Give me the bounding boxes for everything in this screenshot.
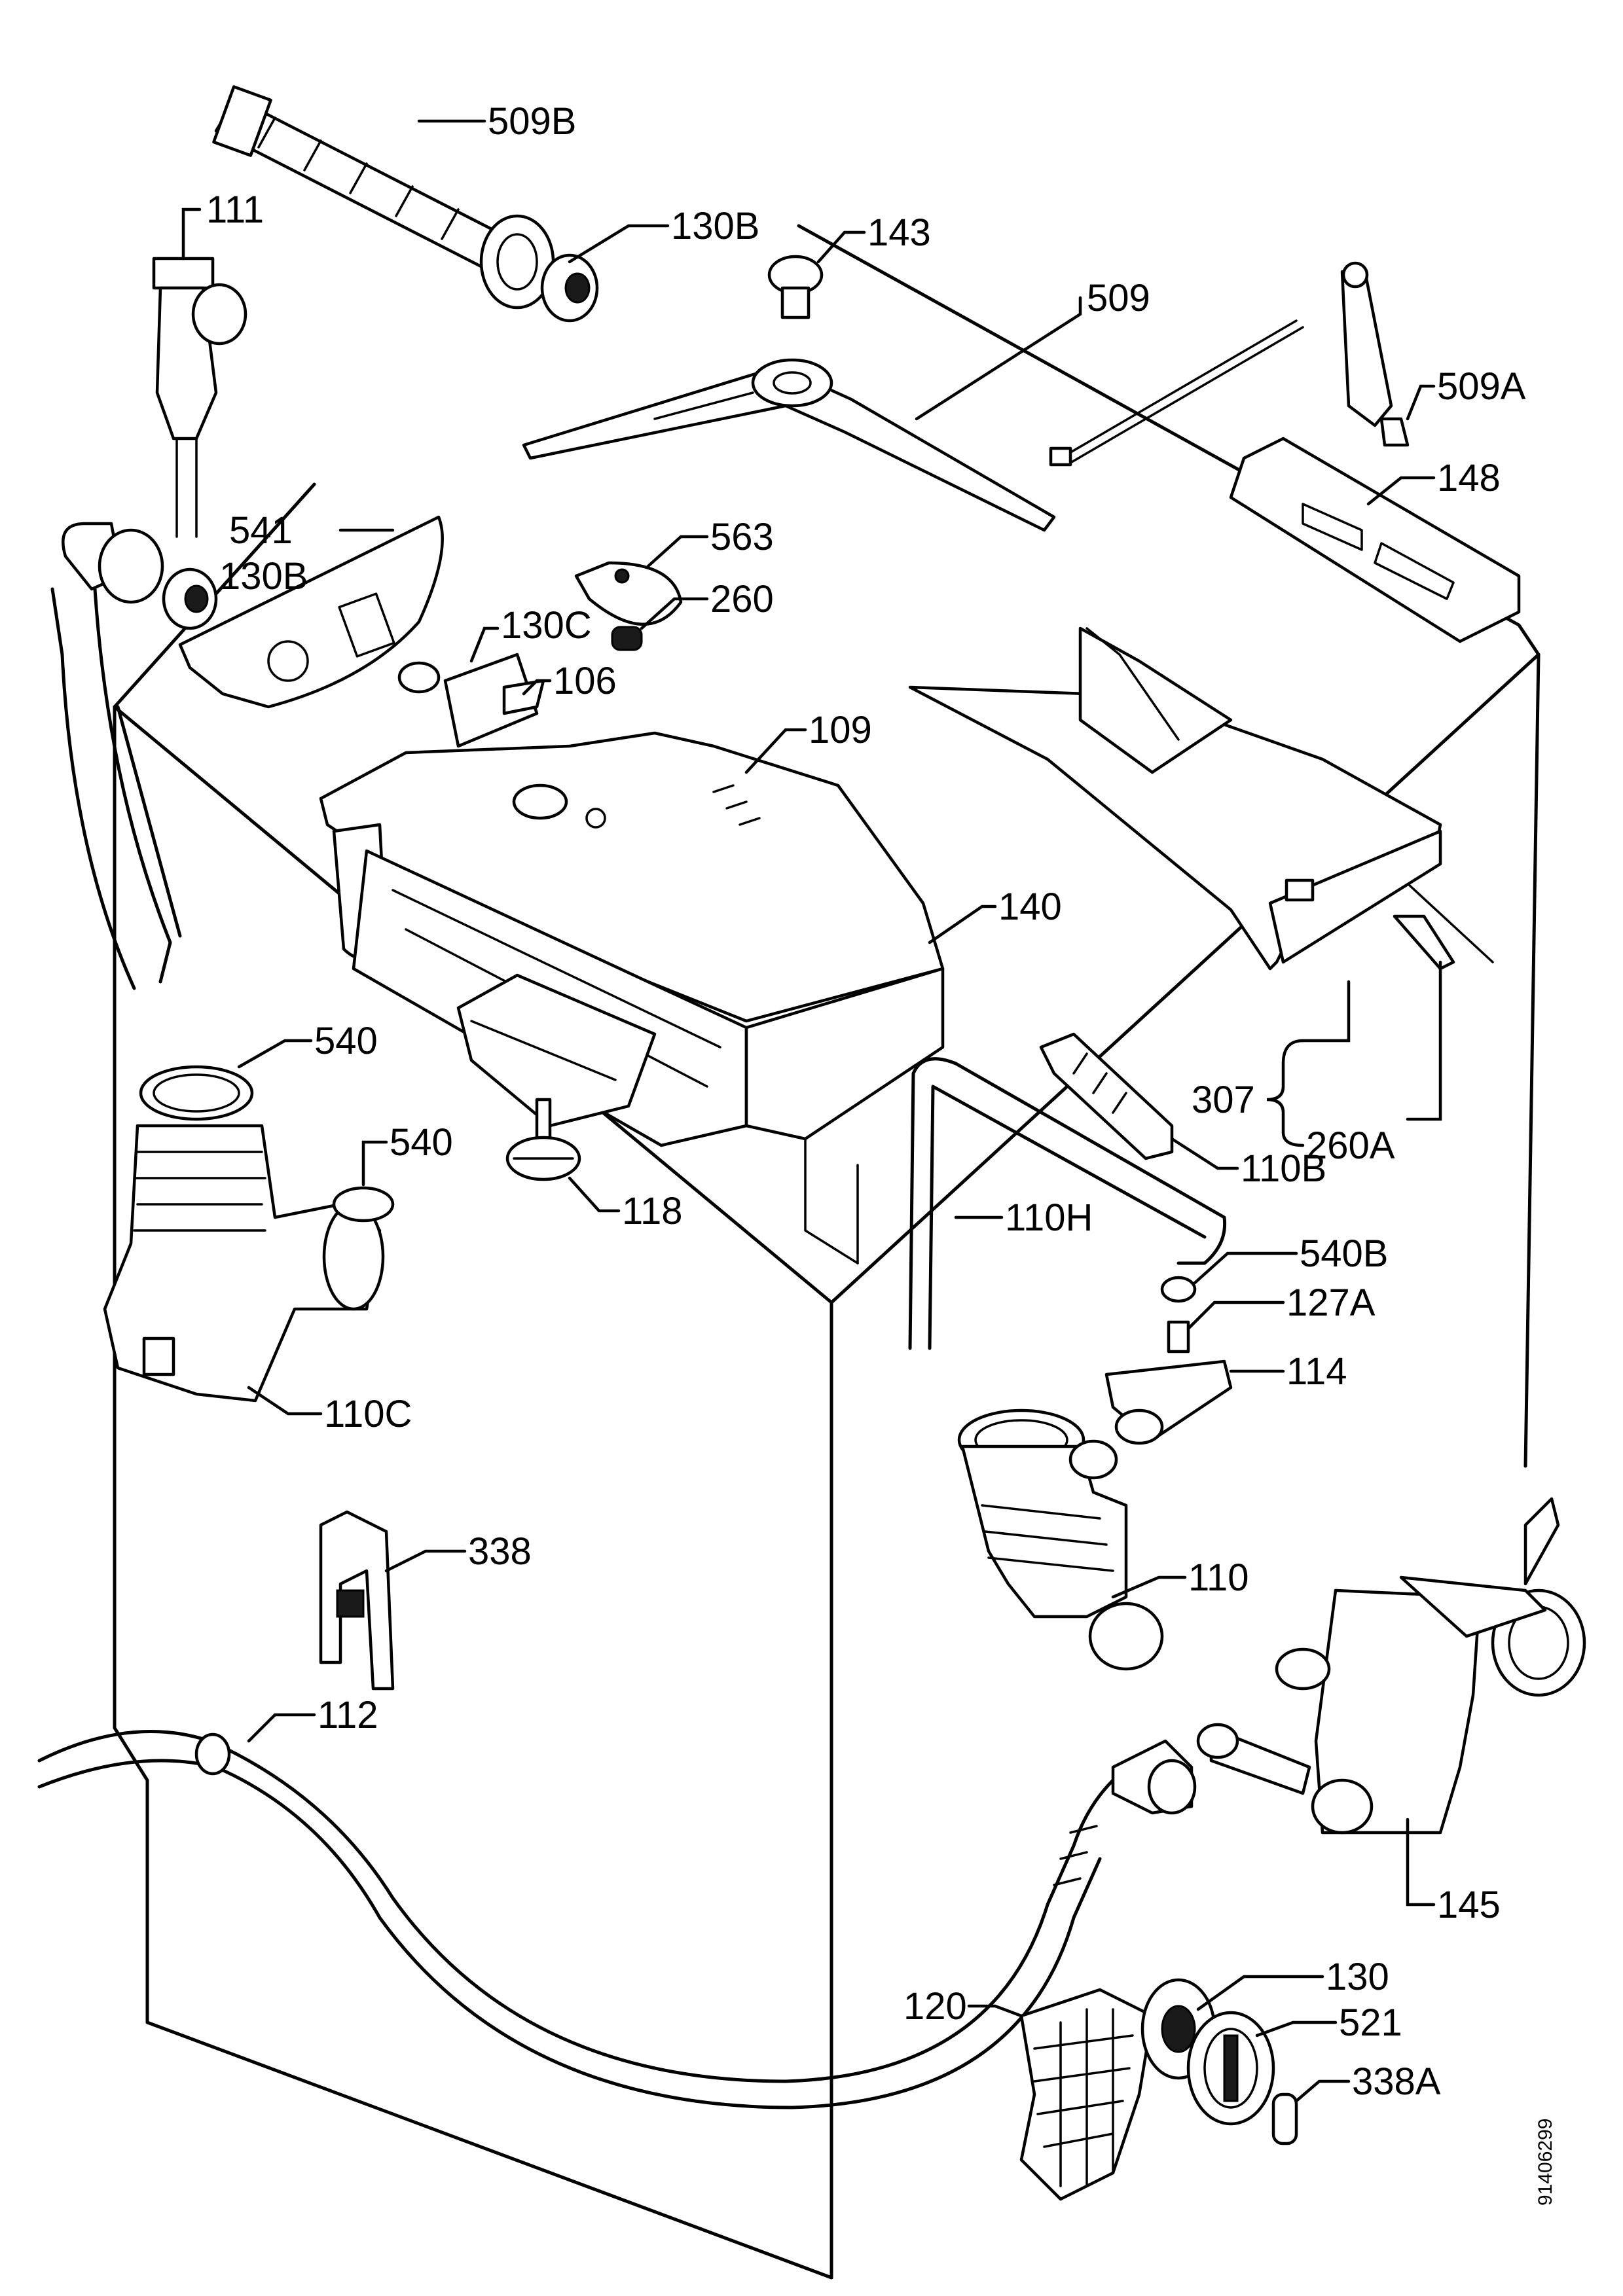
label-509: 509 (1087, 277, 1150, 319)
part-114-pressure-switch (1104, 1359, 1285, 1445)
part-140 (928, 905, 997, 944)
label-540-b: 540 (390, 1121, 453, 1164)
label-563: 563 (710, 516, 774, 558)
label-338a: 338A (1352, 2060, 1441, 2103)
label-509b: 509B (488, 100, 576, 143)
part-118-nut (505, 1098, 621, 1213)
label-106: 106 (553, 660, 617, 702)
label-143: 143 (867, 211, 931, 254)
part-130b-nut (162, 567, 218, 630)
label-307: 307 (1192, 1079, 1255, 1121)
part-338-clip (319, 1510, 467, 1691)
part-509-lever (522, 296, 1082, 532)
label-541: 541 (229, 509, 293, 552)
label-109: 109 (809, 709, 872, 751)
part-143-knob (767, 230, 866, 319)
part-dispenser-drawer (908, 626, 1442, 971)
part-563-flap (574, 535, 709, 626)
part-540-clamp-side (332, 1140, 395, 1223)
part-127a-nipple (1167, 1300, 1285, 1354)
part-111-valve (152, 207, 247, 538)
label-145: 145 (1437, 1884, 1501, 1926)
label-110: 110 (1188, 1556, 1249, 1599)
part-260a-clip (1393, 914, 1455, 1121)
label-260: 260 (710, 578, 774, 620)
label-130: 130 (1326, 1956, 1389, 1998)
part-541-bracket (178, 515, 444, 709)
label-111: 111 (206, 188, 264, 231)
label-110b: 110B (1241, 1147, 1326, 1190)
label-130b-top: 130B (671, 205, 759, 247)
part-tray-under-housing (456, 973, 657, 1128)
part-labels: 509B 111 130B 143 509 509A 148 541 130B … (206, 100, 1526, 2103)
part-110b-hose (1039, 1032, 1239, 1170)
label-540b: 540B (1300, 1232, 1388, 1275)
label-130b: 130B (219, 555, 308, 598)
part-307-brace (1266, 980, 1351, 1147)
part-fill-hose-left (50, 522, 182, 990)
label-110h: 110H (1005, 1196, 1093, 1239)
part-130c-106-clip (397, 626, 552, 748)
label-118: 118 (622, 1190, 682, 1232)
part-338a-clip (1271, 2079, 1351, 2145)
label-120: 120 (903, 1985, 967, 2028)
part-110-bellows (957, 1408, 1187, 1671)
part-260-spring (611, 597, 709, 651)
label-112: 112 (318, 1694, 378, 1736)
part-148-switch (1229, 437, 1521, 643)
part-540-clamp (139, 1039, 313, 1121)
label-127a: 127A (1286, 1282, 1376, 1324)
drawing-number: 91406299 (1535, 2119, 1556, 2206)
part-130b-nut-top (540, 224, 670, 323)
label-521: 521 (1339, 2001, 1402, 2044)
label-110c: 110C (324, 1393, 412, 1435)
label-540-a: 540 (314, 1020, 378, 1062)
label-509a: 509A (1437, 365, 1526, 408)
label-114: 114 (1286, 1350, 1347, 1393)
part-110c-bellows (103, 1124, 385, 1416)
label-140: 140 (998, 886, 1062, 928)
part-110h-hose (908, 1057, 1227, 1350)
part-145-pump (1196, 1497, 1586, 1907)
part-112-drain-hose (37, 1713, 1197, 2109)
part-509b-inlet-pipe (212, 85, 555, 310)
label-130c: 130C (501, 604, 592, 647)
label-338: 338 (468, 1530, 532, 1573)
part-120-filter-hose (967, 1988, 1154, 2201)
part-521-cap (1186, 2011, 1338, 2126)
label-260a: 260A (1306, 1124, 1395, 1167)
label-148: 148 (1437, 457, 1501, 499)
part-509-rod (1049, 319, 1304, 467)
part-540b-clamp (1160, 1251, 1298, 1303)
part-509a-arm (1340, 261, 1436, 447)
